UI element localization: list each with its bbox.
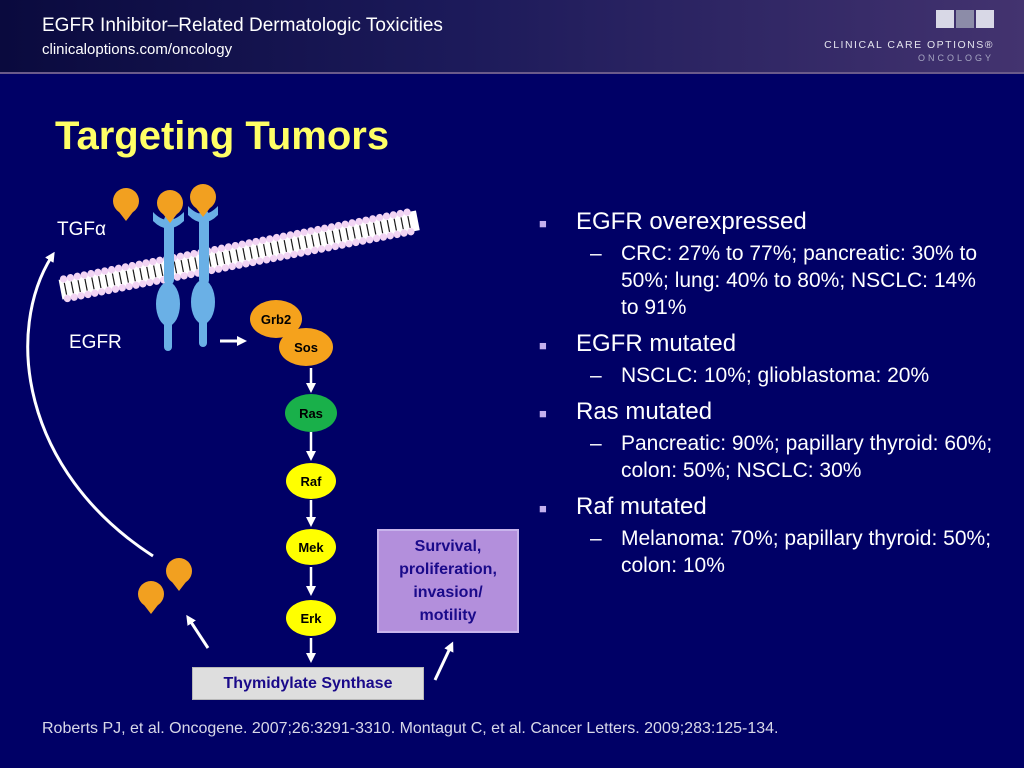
tgf-alpha-ligand-bound-left xyxy=(157,190,183,223)
sub-bullet-item: –CRC: 27% to 77%; pancreatic: 30% to 50%… xyxy=(538,240,998,321)
thymidylate-synthase-box: Thymidylate Synthase xyxy=(192,667,424,700)
tgf-alpha-ligand-secreted-1 xyxy=(138,581,164,614)
cell-membrane xyxy=(58,208,420,303)
dash-bullet-icon: – xyxy=(590,527,602,550)
erk-node xyxy=(286,600,336,636)
dash-bullet-icon: – xyxy=(590,432,602,455)
bullet-item: ■ Ras mutated xyxy=(538,397,998,426)
presentation-url: clinicaloptions.com/oncology xyxy=(42,41,233,58)
presentation-title: EGFR Inhibitor–Related Dermatologic Toxi… xyxy=(42,15,443,36)
bullet-item: ■ EGFR overexpressed xyxy=(538,207,998,236)
tgf-alpha-ligand-secreted-2 xyxy=(166,558,192,591)
tgf-alpha-ligand-free xyxy=(113,188,139,221)
erk-label: Erk xyxy=(301,611,323,626)
bullet-text: EGFR overexpressed xyxy=(576,208,807,235)
ts-to-ligand-arrow xyxy=(186,614,210,649)
bullet-item: ■ EGFR mutated xyxy=(538,329,998,358)
ts-to-outcome-arrow xyxy=(433,641,454,681)
square-bullet-icon: ■ xyxy=(539,338,547,353)
citation: Roberts PJ, et al. Oncogene. 2007;26:329… xyxy=(42,720,779,737)
header-bar: EGFR Inhibitor–Related Dermatologic Toxi… xyxy=(0,0,1024,74)
raf-label: Raf xyxy=(301,474,323,489)
mutation-bullet-list: ■EGFR overexpressed–CRC: 27% to 77%; pan… xyxy=(538,207,998,579)
logo-name: CLINICAL CARE OPTIONS® xyxy=(824,39,994,51)
sub-bullet-text: NSCLC: 10%; glioblastoma: 20% xyxy=(621,364,930,387)
bullet-text: Ras mutated xyxy=(576,398,713,425)
dash-bullet-icon: – xyxy=(590,242,602,265)
egfr-label: EGFR xyxy=(69,332,122,353)
slide-title: Targeting Tumors xyxy=(55,114,390,158)
sub-bullet-item: –NSCLC: 10%; glioblastoma: 20% xyxy=(538,362,998,389)
bullet-text: Raf mutated xyxy=(576,493,707,520)
grb2-label: Grb2 xyxy=(261,312,291,327)
sub-bullet-text: Pancreatic: 90%; papillary thyroid: 60%;… xyxy=(621,432,993,482)
mek-label: Mek xyxy=(298,540,324,555)
sub-bullet-item: –Pancreatic: 90%; papillary thyroid: 60%… xyxy=(538,430,998,484)
mek-node xyxy=(286,529,336,565)
logo-subname: ONCOLOGY xyxy=(917,53,994,63)
autocrine-loop-arrow xyxy=(26,251,154,558)
sub-bullet-text: Melanoma: 70%; papillary thyroid: 50%; c… xyxy=(621,527,992,577)
outcome-box: Survival, proliferation, invasion/ motil… xyxy=(377,529,519,633)
tgf-alpha-label: TGFα xyxy=(57,219,106,240)
dash-bullet-icon: – xyxy=(590,364,602,387)
sos-label: Sos xyxy=(294,340,318,355)
ras-label: Ras xyxy=(299,406,323,421)
sub-bullet-text: CRC: 27% to 77%; pancreatic: 30% to 50%;… xyxy=(621,242,978,319)
square-bullet-icon: ■ xyxy=(539,216,547,231)
bullet-text: EGFR mutated xyxy=(576,330,737,357)
ras-node xyxy=(285,394,337,432)
sos-node xyxy=(279,328,333,366)
bullet-item: ■ Raf mutated xyxy=(538,492,998,521)
grb2-node xyxy=(250,300,302,338)
egfr-receptor-left xyxy=(153,212,184,351)
square-bullet-icon: ■ xyxy=(539,501,547,516)
square-bullet-icon: ■ xyxy=(539,406,547,421)
cco-logo: CLINICAL CARE OPTIONS® ONCOLOGY xyxy=(824,10,994,66)
tgf-alpha-ligand-bound-right xyxy=(190,184,216,217)
sub-bullet-item: –Melanoma: 70%; papillary thyroid: 50%; … xyxy=(538,525,998,579)
outcome-text: Survival, proliferation, invasion/ motil… xyxy=(399,538,497,624)
cco-badge-icon xyxy=(936,10,994,28)
raf-node xyxy=(286,463,336,499)
